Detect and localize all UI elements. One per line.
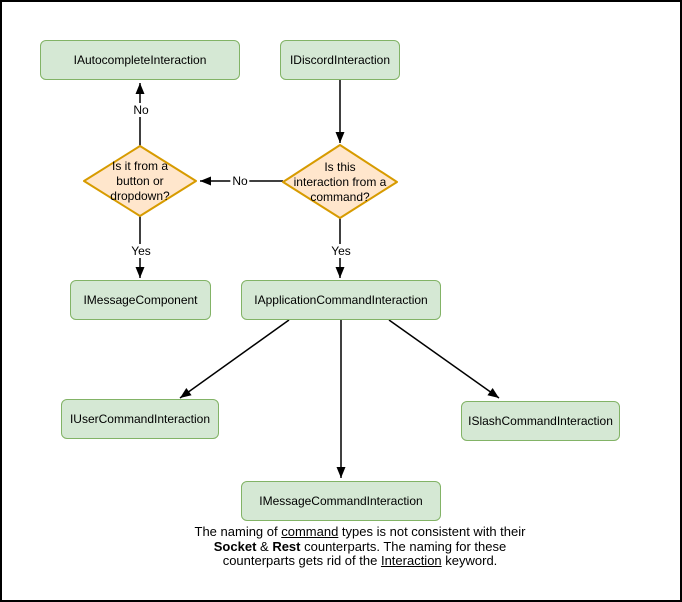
node-iautocompleteinteraction: IAutocompleteInteraction <box>40 40 240 80</box>
note-segment: counterparts. The naming for these <box>300 538 507 554</box>
node-idiscordinteraction: IDiscordInteraction <box>280 40 400 80</box>
note-segment: Interaction <box>380 553 442 568</box>
node-imessagecomponent: IMessageComponent <box>70 280 211 320</box>
decision-from-command-shape <box>282 144 398 219</box>
note-line: Socket & Rest counterparts. The naming f… <box>160 538 560 555</box>
edge-label-yes-right: Yes <box>329 244 353 258</box>
note-text: The naming of command types is not consi… <box>160 524 560 569</box>
node-iusercommandinteraction: IUserCommandInteraction <box>61 399 219 439</box>
decision-from-command-label: Is this interaction from a command? <box>293 159 387 204</box>
note-line: The naming of command types is not consi… <box>160 524 560 540</box>
note-segment: command <box>281 524 339 539</box>
note-segment: & <box>256 538 273 554</box>
note-line: counterparts gets rid of the Interaction… <box>160 553 560 569</box>
edge-label-no-left: No <box>230 174 250 188</box>
note-segment: types is not consistent with their <box>338 524 526 539</box>
decision-button-dropdown-shape <box>83 145 197 217</box>
edge-application-to-user <box>179 319 290 399</box>
decision-button-dropdown-label: Is it from a button or dropdown? <box>110 158 170 203</box>
note-segment: counterparts gets rid of the <box>222 553 381 568</box>
note-segment: keyword. <box>441 553 498 568</box>
edge-application-to-slash <box>388 319 500 399</box>
node-imessagecommandinteraction: IMessageCommandInteraction <box>241 481 441 521</box>
note-segment: Socket <box>213 538 257 554</box>
note-segment: Rest <box>272 538 301 554</box>
note-segment: The naming of <box>194 524 282 539</box>
edge-label-no-up: No <box>131 103 151 117</box>
node-iapplicationcommandinteraction: IApplicationCommandInteraction <box>241 280 441 320</box>
node-islashcommandinteraction: ISlashCommandInteraction <box>461 401 620 441</box>
edge-label-yes-left: Yes <box>129 244 153 258</box>
